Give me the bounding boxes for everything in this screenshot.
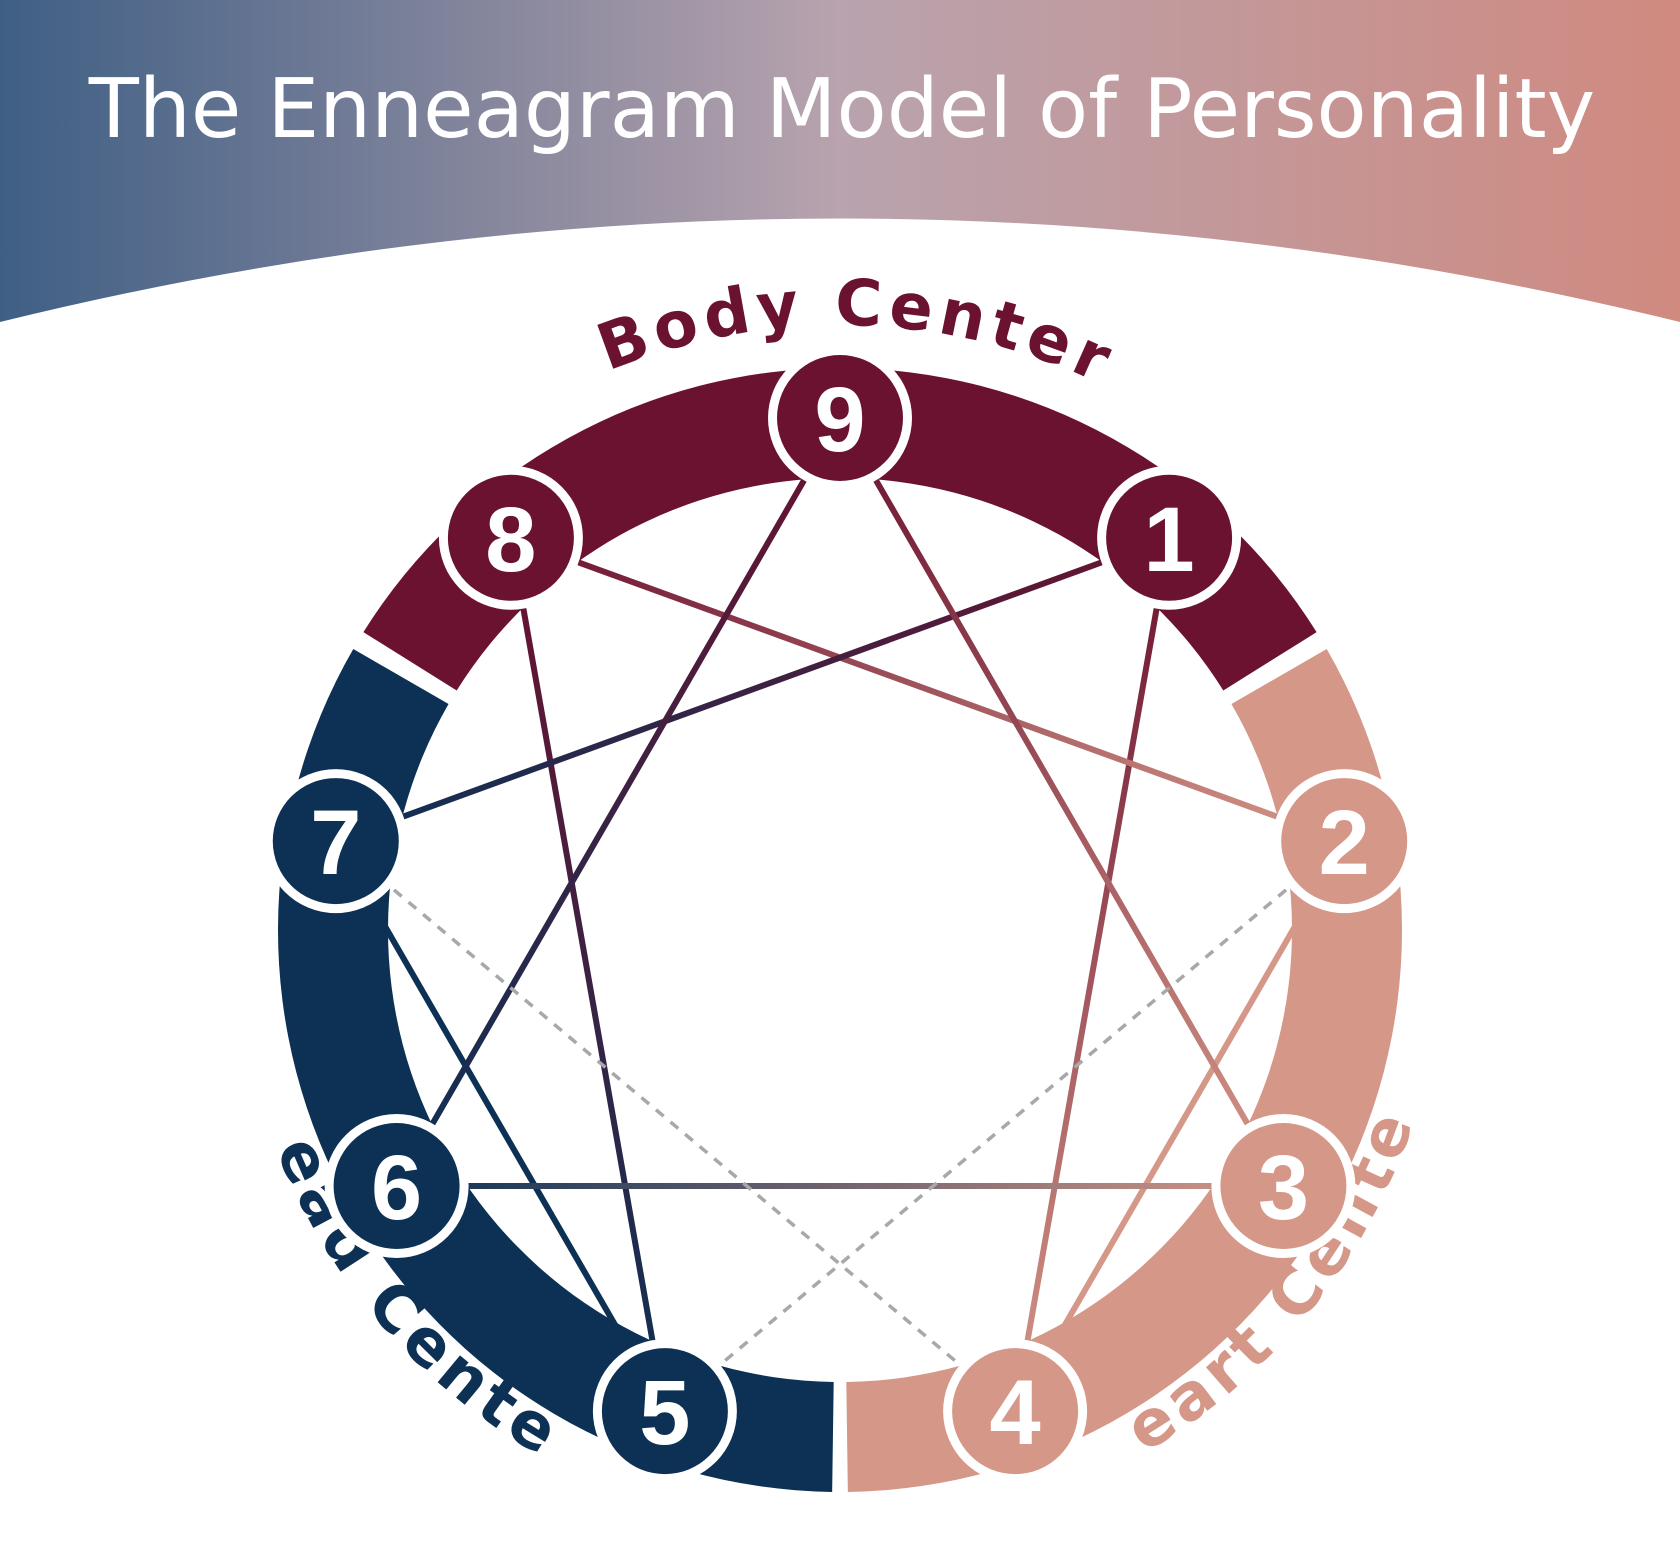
center-ring — [278, 367, 1402, 1492]
type-node-6: 6 — [324, 1114, 469, 1258]
ring-segment-heart — [846, 649, 1402, 1492]
connection-4-2 — [1012, 839, 1347, 1413]
connection-lines — [333, 416, 1347, 1413]
type-node-9: 9 — [768, 346, 912, 490]
type-number-5: 5 — [639, 1362, 690, 1464]
page-title: The Enneagram Model of Personality — [88, 62, 1595, 157]
type-number-8: 8 — [485, 489, 536, 591]
type-number-3: 3 — [1258, 1137, 1309, 1239]
type-number-2: 2 — [1319, 792, 1370, 894]
dashed-connection-7-4 — [334, 839, 1017, 1413]
type-node-2: 2 — [1272, 769, 1417, 914]
type-node-5: 5 — [592, 1339, 737, 1484]
type-node-1: 1 — [1097, 465, 1242, 610]
type-number-4: 4 — [990, 1362, 1041, 1464]
connection-1-4 — [1012, 537, 1173, 1412]
type-number-6: 6 — [371, 1137, 422, 1239]
type-node-4: 4 — [943, 1339, 1088, 1484]
type-number-7: 7 — [310, 792, 361, 894]
type-node-7: 7 — [263, 769, 408, 914]
connection-8-5 — [507, 537, 668, 1412]
type-node-8: 8 — [438, 465, 583, 610]
connection-9-3 — [837, 416, 1287, 1188]
connection-5-7 — [333, 839, 668, 1413]
type-number-9: 9 — [814, 369, 865, 471]
ring-segment-head — [278, 649, 834, 1492]
header-banner — [0, 0, 1680, 322]
type-nodes: 1 2 3 4 5 6 7 8 9 — [263, 346, 1417, 1484]
type-node-3: 3 — [1211, 1114, 1356, 1258]
type-number-1: 1 — [1144, 489, 1195, 591]
ring-segment-body — [363, 367, 1317, 691]
dashed-connection-2-5 — [663, 839, 1346, 1413]
connection-7-1 — [334, 534, 1171, 844]
connection-2-8 — [509, 534, 1346, 844]
connection-6-9 — [393, 416, 843, 1188]
